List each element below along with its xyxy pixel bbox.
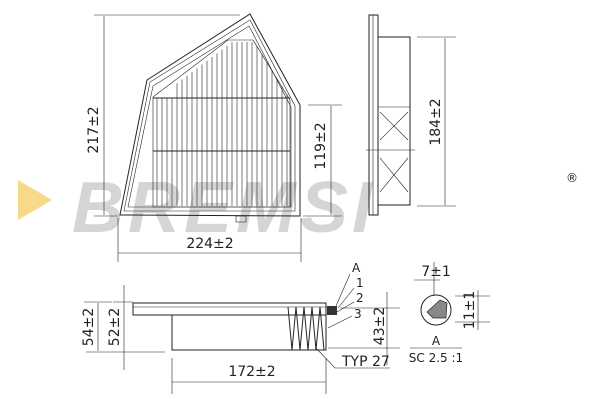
dim-total-height: 54±2	[81, 308, 97, 346]
dim-side-height: 119±2	[313, 122, 329, 169]
label-pleat-count: TYP 27	[341, 354, 390, 370]
dim-bottom-width: 172±2	[228, 364, 275, 380]
registered-mark: ®	[566, 171, 578, 185]
dim-depth-height: 184±2	[428, 98, 444, 145]
label-part-2: 2	[356, 291, 364, 305]
dim-detail-height: 11±1	[462, 291, 478, 329]
side-view	[366, 14, 456, 216]
label-part-3: 3	[354, 307, 362, 321]
front-view	[94, 13, 342, 262]
detail-scale: SC 2.5 :1	[409, 351, 463, 365]
dim-width-front: 224±2	[186, 236, 233, 252]
label-detail-ref: A	[352, 261, 361, 275]
bottom-view	[84, 273, 400, 394]
dim-body-height: 52±2	[107, 308, 123, 346]
label-part-1: 1	[356, 276, 364, 290]
dim-height-front: 217±2	[86, 106, 102, 153]
dim-detail-width: 7±1	[421, 264, 451, 280]
dim-pleat-height: 43±2	[372, 307, 388, 345]
detail-a-view	[410, 262, 490, 349]
detail-title: A	[432, 334, 441, 348]
brand-triangle-icon	[18, 180, 52, 220]
